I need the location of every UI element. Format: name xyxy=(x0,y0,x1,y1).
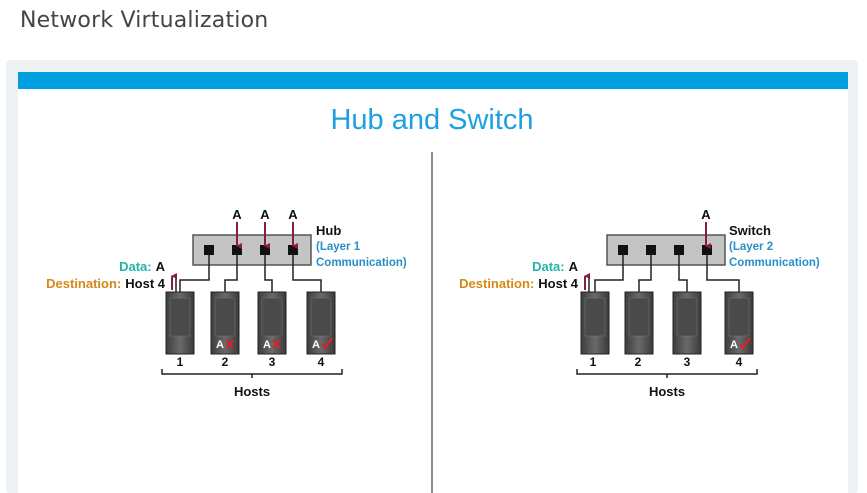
hub-port xyxy=(232,245,242,255)
data-value: A xyxy=(156,259,166,274)
hosts-brace xyxy=(576,369,758,378)
host-server xyxy=(257,291,287,355)
x-icon xyxy=(272,339,281,349)
check-icon xyxy=(739,337,751,350)
svg-text:Data:A: Data: A xyxy=(532,259,579,274)
switch-layer-line1: (Layer 2 xyxy=(729,241,773,253)
switch-port xyxy=(702,245,712,255)
destination-key: Destination: xyxy=(459,276,534,291)
hosts-brace xyxy=(161,369,343,378)
host-mark-label: A xyxy=(216,339,224,351)
host-number: 3 xyxy=(684,355,691,369)
svg-text:Data:A: Data: A xyxy=(119,259,166,274)
host-server xyxy=(724,291,754,355)
packet-label: A xyxy=(701,207,711,222)
hosts-label: Hosts xyxy=(649,384,685,399)
data-value: A xyxy=(569,259,579,274)
host-number: 4 xyxy=(736,355,743,369)
slide-accent-bar xyxy=(18,72,848,89)
host-server xyxy=(306,291,336,355)
destination-value: Host 4 xyxy=(125,276,166,291)
packet-label: A xyxy=(260,207,270,222)
check-icon xyxy=(321,337,333,350)
packet-label: A xyxy=(288,207,298,222)
svg-text:Destination:Host 4: Destination: Host 4 xyxy=(459,276,579,291)
host-number: 2 xyxy=(635,355,642,369)
host-server xyxy=(624,291,654,355)
x-icon xyxy=(225,339,234,349)
switch-panel: A Switch (Layer 2 Communication) Data:A … xyxy=(459,207,820,399)
svg-text:Destination:Host 4: Destination: Host 4 xyxy=(46,276,166,291)
hub-switch-diagram: Hub and Switch A A A Hub (Layer 1 Commun… xyxy=(46,104,820,493)
switch-port xyxy=(674,245,684,255)
hub-layer-line2: Communication) xyxy=(316,257,407,269)
hosts-label: Hosts xyxy=(234,384,270,399)
host-number: 1 xyxy=(590,355,597,369)
switch-label: Switch xyxy=(729,223,771,238)
hub-port xyxy=(260,245,270,255)
slide: Hub and Switch A A A Hub (Layer 1 Commun… xyxy=(18,72,848,493)
slide-title: Hub and Switch xyxy=(330,104,533,136)
host-mark-label: A xyxy=(730,339,738,351)
host-server xyxy=(165,291,195,355)
data-key: Data: xyxy=(532,259,565,274)
host-server xyxy=(210,291,240,355)
switch-port xyxy=(646,245,656,255)
hub-layer-line1: (Layer 1 xyxy=(316,241,361,253)
packet-label: A xyxy=(232,207,242,222)
host-mark-label: A xyxy=(263,339,271,351)
destination-value: Host 4 xyxy=(538,276,579,291)
host-number: 1 xyxy=(177,355,184,369)
switch-layer-line2: Communication) xyxy=(729,257,820,269)
host-number: 3 xyxy=(269,355,276,369)
data-key: Data: xyxy=(119,259,152,274)
hub-label: Hub xyxy=(316,223,341,238)
host-number: 2 xyxy=(222,355,229,369)
destination-key: Destination: xyxy=(46,276,121,291)
hub-panel: A A A Hub (Layer 1 Communication) Data: A xyxy=(46,207,407,399)
hub-port xyxy=(288,245,298,255)
host-server xyxy=(580,291,610,355)
host-server xyxy=(672,291,702,355)
host-number: 4 xyxy=(318,355,325,369)
hub-port xyxy=(204,245,214,255)
switch-port xyxy=(618,245,628,255)
page-title: Network Virtualization xyxy=(20,8,269,33)
host-mark-label: A xyxy=(312,339,320,351)
